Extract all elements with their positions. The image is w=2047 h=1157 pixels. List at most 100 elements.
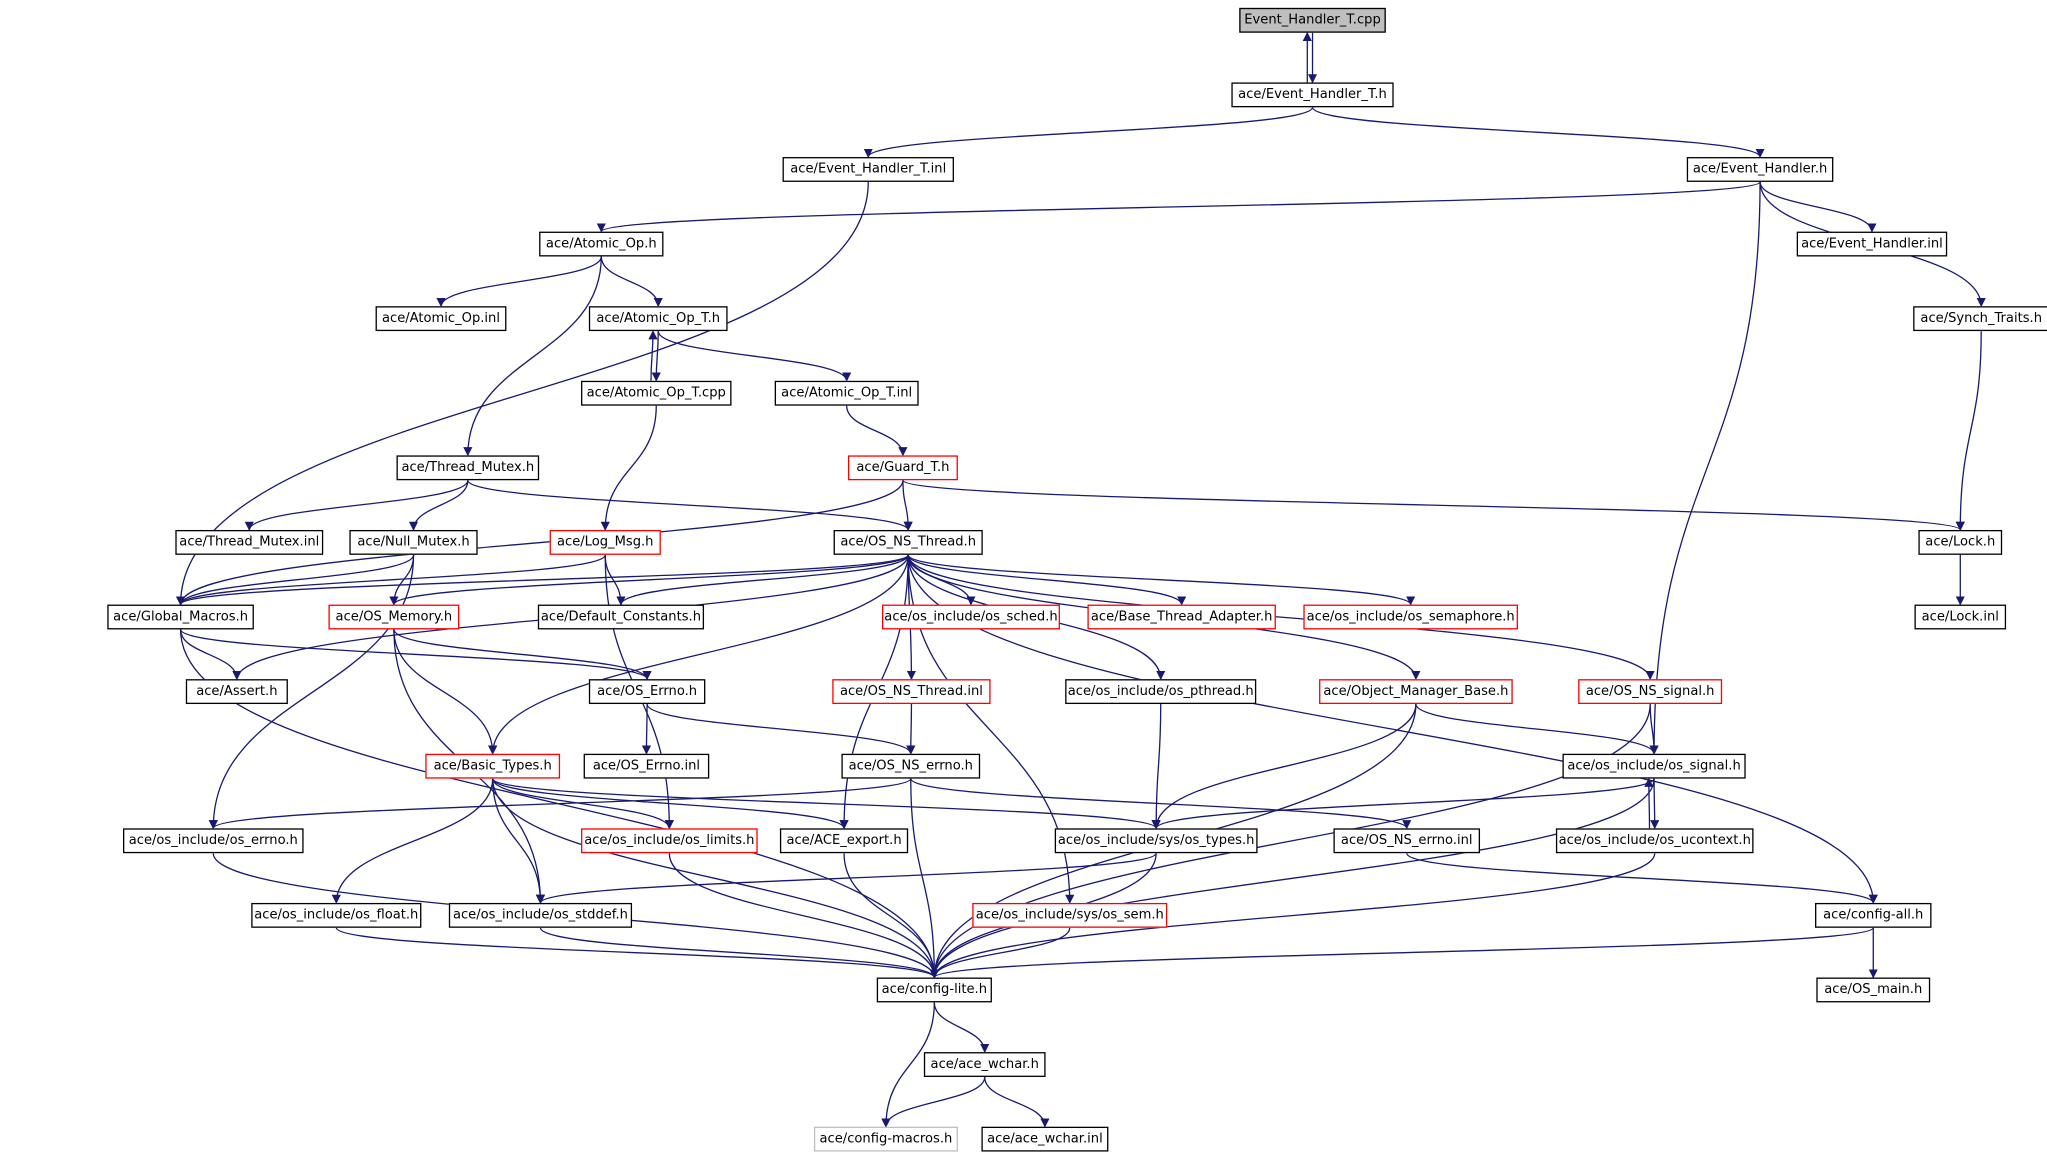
edge-tmutex_h-to-tmutex_inl <box>244 480 469 531</box>
edge-basic-to-float <box>331 778 494 904</box>
node-sys-os-sem-h[interactable]: ace/os_include/sys/os_sem.h <box>972 902 1168 928</box>
edge-osnserrno-to-configlite <box>910 778 939 979</box>
node-os-main-h[interactable]: ace/OS_main.h <box>1816 977 1931 1003</box>
node-null-mutex-h[interactable]: ace/Null_Mutex.h <box>349 529 478 555</box>
node-os-pthread-h[interactable]: ace/os_include/os_pthread.h <box>1065 679 1257 705</box>
node-ace-export-h[interactable]: ace/ACE_export.h <box>779 828 909 854</box>
edge-tmutex_h-to-osnsthread <box>467 479 913 531</box>
edge-oserrno-to-oserrno_inl <box>641 704 652 755</box>
node-os-errno-h[interactable]: ace/OS_Errno.h <box>588 679 706 705</box>
node-ace-wchar-h[interactable]: ace/ace_wchar.h <box>923 1052 1046 1077</box>
node-thread-mutex-inl[interactable]: ace/Thread_Mutex.inl <box>175 529 324 555</box>
node-atomic-op-t-h[interactable]: ace/Atomic_Op_T.h <box>588 306 728 332</box>
edge-eh_h-to-ossignal <box>1649 181 1761 755</box>
edge-osnssignal-to-ossignal <box>1649 704 1659 755</box>
node-lock-inl[interactable]: ace/Lock.inl <box>1914 604 2007 630</box>
node-atomic-op-inl[interactable]: ace/Atomic_Op.inl <box>375 306 507 332</box>
edge-stddef-to-configlite <box>539 927 939 979</box>
node-log-msg-h[interactable]: ace/Log_Msg.h <box>549 529 661 555</box>
edge-omb-to-types <box>1151 704 1417 830</box>
node-basic-types-h[interactable]: ace/Basic_Types.h <box>425 753 561 779</box>
edge-atomict_h-to-atomict_cpp <box>651 331 661 382</box>
edge-osnsthread-to-sem <box>907 554 1416 606</box>
edge-guard-to-lock_h <box>902 479 1965 531</box>
edge-atomic_h-to-tmutex_h <box>463 256 602 457</box>
node-event-handler-h[interactable]: ace/Event_Handler.h <box>1686 157 1834 182</box>
node-event-handler-t-cpp[interactable]: Event_Handler_T.cpp <box>1239 7 1386 33</box>
edge-atomic_h-to-atomic_inl <box>436 256 602 308</box>
edge-pthread-to-types <box>1151 704 1162 830</box>
edge-ucontext-to-configlite <box>929 853 1656 979</box>
node-os-ns-errno-inl[interactable]: ace/OS_NS_errno.inl <box>1333 828 1481 854</box>
node-lock-h[interactable]: ace/Lock.h <box>1918 529 2003 555</box>
edge-nmutex-to-errno <box>208 554 415 830</box>
node-default-constants-h[interactable]: ace/Default_Constants.h <box>537 604 705 630</box>
edge-oserrno-to-osnserrno <box>646 703 916 755</box>
edge-basic-to-limits <box>492 778 674 830</box>
node-os-semaphore-h[interactable]: ace/os_include/os_semaphore.h <box>1303 604 1518 630</box>
edge-gmacros-to-assert <box>179 629 242 681</box>
node-os-signal-h[interactable]: ace/os_include/os_signal.h <box>1562 753 1746 779</box>
node-os-float-h[interactable]: ace/os_include/os_float.h <box>251 902 422 928</box>
edge-basic-to-stddef <box>492 778 546 904</box>
edge-guard-to-osnsthread <box>902 480 913 531</box>
node-event-handler-t-inl[interactable]: ace/Event_Handler_T.inl <box>782 157 954 182</box>
node-assert-h[interactable]: ace/Assert.h <box>185 679 288 705</box>
edge-eht_h-to-eh_h <box>1311 106 1765 158</box>
node-event-handler-inl[interactable]: ace/Event_Handler.inl <box>1796 231 1948 257</box>
edge-osnsthread-to-osmem <box>389 554 909 606</box>
node-base-thread-adapter-h[interactable]: ace/Base_Thread_Adapter.h <box>1087 604 1276 630</box>
edge-configlite-to-configmacros <box>881 1002 935 1128</box>
node-os-ucontext-h[interactable]: ace/os_include/os_ucontext.h <box>1555 828 1754 854</box>
edge-gmacros-to-oserrno <box>179 628 652 681</box>
node-guard-t-h[interactable]: ace/Guard_T.h <box>847 455 958 481</box>
node-config-macros-h[interactable]: ace/config-macros.h <box>813 1126 958 1152</box>
edge-eht_inl-to-gmacros <box>176 181 869 606</box>
edge-osnserrno_inl-to-configall <box>1406 852 1878 904</box>
node-object-manager-base-h[interactable]: ace/Object_Manager_Base.h <box>1319 679 1513 705</box>
node-atomic-op-h[interactable]: ace/Atomic_Op.h <box>539 231 664 257</box>
node-atomic-op-t-cpp[interactable]: ace/Atomic_Op_T.cpp <box>581 380 732 406</box>
edge-omb-to-ossignal <box>1415 703 1659 755</box>
edge-ossignal-to-ucontext <box>1650 778 1660 830</box>
node-os-ns-errno-h[interactable]: ace/OS_NS_errno.h <box>841 753 981 779</box>
node-os-errno-include-h[interactable]: ace/os_include/os_errno.h <box>123 828 304 854</box>
edge-logmsg-to-gmacros <box>176 554 606 606</box>
node-os-stddef-h[interactable]: ace/os_include/os_stddef.h <box>448 902 633 928</box>
edge-osnssignal-to-configlite <box>929 704 1651 979</box>
node-os-ns-signal-h[interactable]: ace/OS_NS_signal.h <box>1578 679 1723 705</box>
edge-atomict_cpp-to-atomict_h <box>648 330 658 381</box>
edge-atomict_inl-to-guard <box>846 405 908 457</box>
edge-atomict_cpp-to-logmsg <box>600 405 657 531</box>
node-os-ns-thread-inl[interactable]: ace/OS_NS_Thread.inl <box>832 679 991 705</box>
node-event-handler-t-h[interactable]: ace/Event_Handler_T.h <box>1231 82 1394 108</box>
edge-osnsthread-to-basic <box>488 554 909 755</box>
edge-configlite-to-wchar_h <box>933 1002 990 1054</box>
edge-float-to-configlite <box>335 927 939 979</box>
node-synch-traits-h[interactable]: ace/Synch_Traits.h <box>1913 306 2047 332</box>
node-atomic-op-t-inl[interactable]: ace/Atomic_Op_T.inl <box>774 380 919 406</box>
edge-wchar_h-to-wchar_inl <box>984 1076 1050 1128</box>
edge-basic-to-types <box>492 778 1161 830</box>
edge-nmutex-to-gmacros <box>176 554 415 606</box>
node-config-lite-h[interactable]: ace/config-lite.h <box>876 977 992 1003</box>
edge-tmutex_h-to-nmutex <box>408 480 469 531</box>
edge-guard-to-gmacros <box>176 480 904 606</box>
node-os-ns-thread-h[interactable]: ace/OS_NS_Thread.h <box>833 529 983 555</box>
node-config-all-h[interactable]: ace/config-all.h <box>1815 902 1932 928</box>
node-os-sched-h[interactable]: ace/os_include/os_sched.h <box>881 604 1060 630</box>
edge-osnsthread_inl-to-osnserrno <box>906 704 916 755</box>
node-os-memory-h[interactable]: ace/OS_Memory.h <box>328 604 460 630</box>
node-ace-wchar-inl[interactable]: ace/ace_wchar.inl <box>981 1126 1109 1152</box>
node-os-errno-inl[interactable]: ace/OS_Errno.inl <box>583 753 710 779</box>
edge-basic-to-configlite <box>492 778 939 979</box>
node-thread-mutex-h[interactable]: ace/Thread_Mutex.h <box>396 455 540 481</box>
edge-types-to-stddef <box>536 852 1157 904</box>
edge-export-to-configlite <box>843 853 939 979</box>
node-sys-os-types-h[interactable]: ace/os_include/sys/os_types.h <box>1054 828 1258 854</box>
node-os-limits-h[interactable]: ace/os_include/os_limits.h <box>581 828 758 854</box>
edge-osnserrno-to-osnserrno_inl <box>910 778 1412 830</box>
node-global-macros-h[interactable]: ace/Global_Macros.h <box>107 604 254 630</box>
edge-osnserrno-to-errno <box>208 778 912 830</box>
